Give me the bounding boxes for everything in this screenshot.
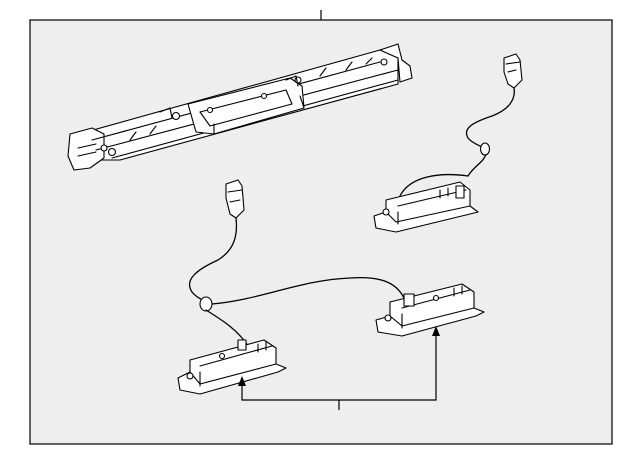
arrow-head-right (432, 326, 440, 336)
license-lamp-assembly-left[interactable] (177, 339, 287, 395)
callout-leader-lamps (238, 326, 440, 410)
license-lamp-bracket[interactable] (67, 43, 413, 171)
arrow-head-left (238, 376, 246, 386)
license-lamp-assembly-right[interactable] (375, 283, 485, 337)
license-lamp-single[interactable] (373, 53, 523, 233)
